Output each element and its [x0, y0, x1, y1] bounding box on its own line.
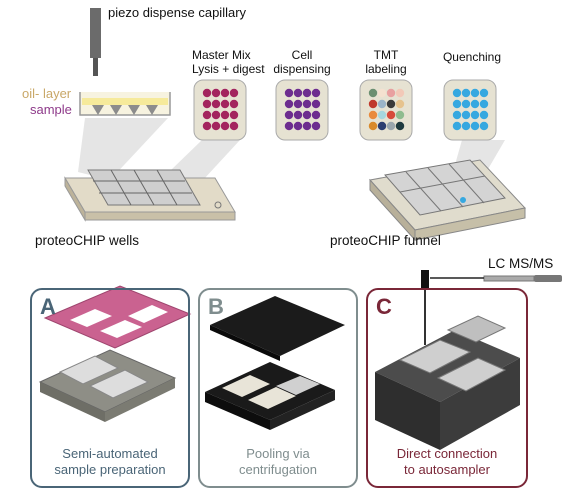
oil-layer-label: oil- layer	[22, 86, 72, 101]
step-cell-label: Cell dispensing	[273, 48, 331, 76]
lcms-label: LC MS/MS	[488, 256, 554, 271]
step-master-mix-label: Master Mix Lysis + digest	[192, 48, 265, 76]
panel-c-graphic	[375, 315, 520, 450]
zoom-cone-wells	[78, 118, 168, 180]
panel-b-letter: B	[208, 294, 224, 319]
funnel-label: proteoCHIP funnel	[330, 233, 441, 248]
capillary-label: piezo dispense capillary	[108, 5, 247, 20]
panel-a-graphic	[38, 285, 192, 422]
panel-a: A Semi-automated sample preparation	[30, 288, 190, 488]
plate-master-mix	[193, 79, 247, 141]
step-tmt-label: TMT labeling	[365, 48, 407, 76]
sample-label: sample	[30, 102, 72, 117]
panel-c-caption: Direct connection to autosampler	[396, 446, 498, 477]
panel-c: C Direct connection to autosampler	[366, 288, 528, 488]
panel-b-graphic	[205, 296, 345, 430]
panel-c-letter: C	[376, 294, 392, 319]
proteochip-wells-plate	[64, 169, 236, 222]
panel-a-caption: Semi-automated sample preparation	[54, 446, 166, 477]
panel-b-caption: Pooling via centrifugation	[238, 446, 318, 477]
plate-quenching	[443, 79, 497, 141]
piezo-capillary	[90, 8, 101, 76]
plate-cell-dispensing	[275, 79, 329, 141]
wells-label: proteoCHIP wells	[35, 233, 140, 248]
panel-a-letter: A	[40, 294, 56, 319]
lcms-needle	[421, 270, 562, 345]
step-quench-label: Quenching	[442, 50, 502, 64]
panel-b: B Pooling via centrifugation	[198, 288, 358, 488]
proteochip-funnel	[369, 159, 526, 242]
oil-sample-trough	[79, 92, 171, 116]
plate-tmt-labeling	[359, 79, 413, 141]
